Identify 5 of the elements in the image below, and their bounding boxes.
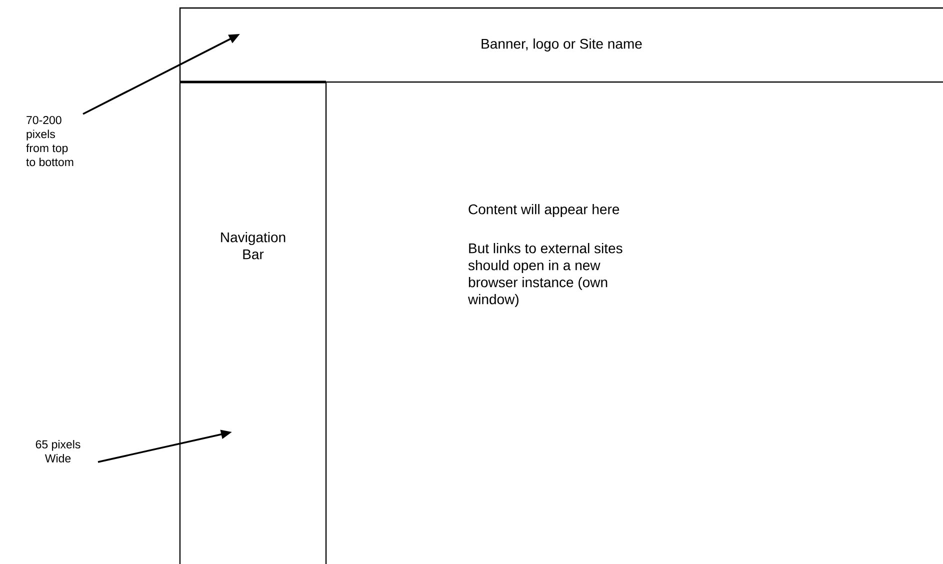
navigation-bar: Navigation Bar xyxy=(179,80,327,564)
banner-box: Banner, logo or Site name xyxy=(179,7,943,83)
annotation-text: 70-200 pixels from top to bottom xyxy=(26,116,74,166)
annotation-text: 65 pixels Wide xyxy=(36,440,80,462)
content-area: Content will appear here But links to external sites should open in a new browser instance (own window) xyxy=(468,204,622,308)
